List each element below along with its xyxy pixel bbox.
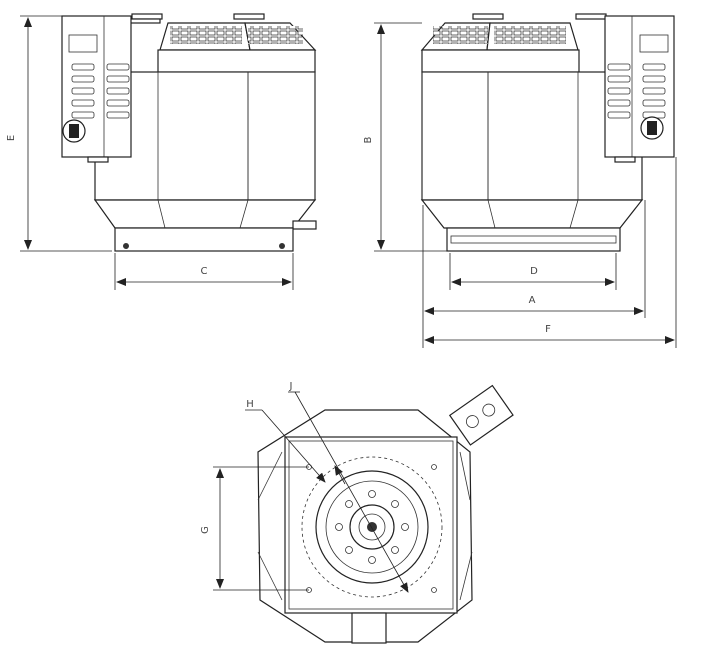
side-view-right: [374, 13, 677, 348]
dimension-label-f: F: [545, 324, 551, 335]
dimension-label-h: H: [246, 399, 254, 410]
dimension-label-c: C: [201, 266, 208, 277]
top-view: [213, 384, 514, 644]
dimension-label-e: E: [6, 135, 17, 141]
dimension-label-b: B: [363, 136, 374, 143]
control-box-top: [448, 384, 514, 446]
dimension-label-g: G: [200, 526, 211, 534]
side-view-left: [20, 13, 317, 290]
dimension-label-d: D: [530, 266, 538, 277]
dimension-label-j: J: [289, 381, 293, 392]
dimension-label-a: A: [529, 295, 536, 306]
